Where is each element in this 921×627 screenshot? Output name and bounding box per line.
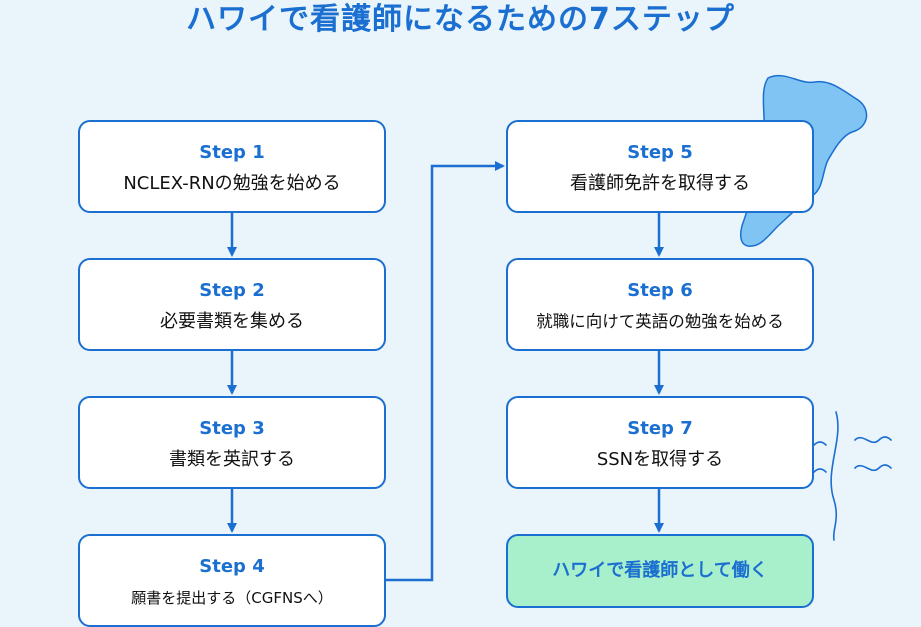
step-1-label: Step 1 bbox=[199, 142, 265, 163]
step-6-label: Step 6 bbox=[627, 280, 693, 301]
step-5-box: Step 5 看護師免許を取得する bbox=[506, 120, 814, 213]
step-2-text: 必要書類を集める bbox=[160, 311, 304, 332]
step-1-box: Step 1 NCLEX-RNの勉強を始める bbox=[78, 120, 386, 213]
step-2-label: Step 2 bbox=[199, 280, 265, 301]
step-7-label: Step 7 bbox=[627, 418, 693, 439]
step-6-box: Step 6 就職に向けて英語の勉強を始める bbox=[506, 258, 814, 351]
step-3-box: Step 3 書類を英訳する bbox=[78, 396, 386, 489]
step-4-text: 願書を提出する（CGFNSへ） bbox=[131, 589, 333, 607]
step-3-text: 書類を英訳する bbox=[169, 449, 295, 470]
step-4-box: Step 4 願書を提出する（CGFNSへ） bbox=[78, 534, 386, 627]
final-goal-box: ハワイで看護師として働く bbox=[506, 534, 814, 608]
step-4-label: Step 4 bbox=[199, 556, 265, 577]
step-5-label: Step 5 bbox=[627, 142, 693, 163]
step-7-box: Step 7 SSNを取得する bbox=[506, 396, 814, 489]
step-3-label: Step 3 bbox=[199, 418, 265, 439]
step-2-box: Step 2 必要書類を集める bbox=[78, 258, 386, 351]
step-7-text: SSNを取得する bbox=[596, 449, 724, 470]
step-5-text: 看護師免許を取得する bbox=[570, 173, 750, 194]
step-6-text: 就職に向けて英語の勉強を始める bbox=[536, 312, 784, 331]
arrow-step4-step5 bbox=[385, 161, 505, 582]
diagram-title: ハワイで看護師になるための7ステップ bbox=[186, 2, 735, 37]
step-1-text: NCLEX-RNの勉強を始める bbox=[123, 173, 341, 194]
